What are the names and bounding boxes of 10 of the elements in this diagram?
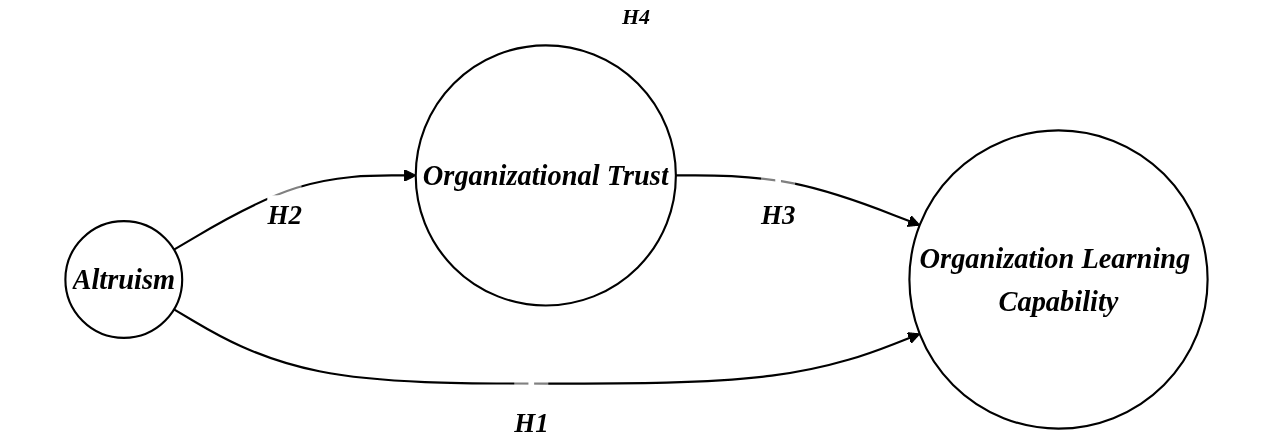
node-circle: Organizational Trust (414, 44, 677, 307)
edge-label: H1 (513, 407, 549, 437)
arrow (675, 174, 920, 227)
node-circle: Organization Learning Capability (907, 129, 1209, 430)
edge-label: H3 (760, 198, 796, 229)
hypothesis-label: H4 (621, 4, 651, 29)
node-circle: Altruism (63, 220, 183, 339)
arrow (172, 308, 920, 385)
arrow (172, 169, 416, 251)
edge-label: H2 (266, 198, 302, 229)
